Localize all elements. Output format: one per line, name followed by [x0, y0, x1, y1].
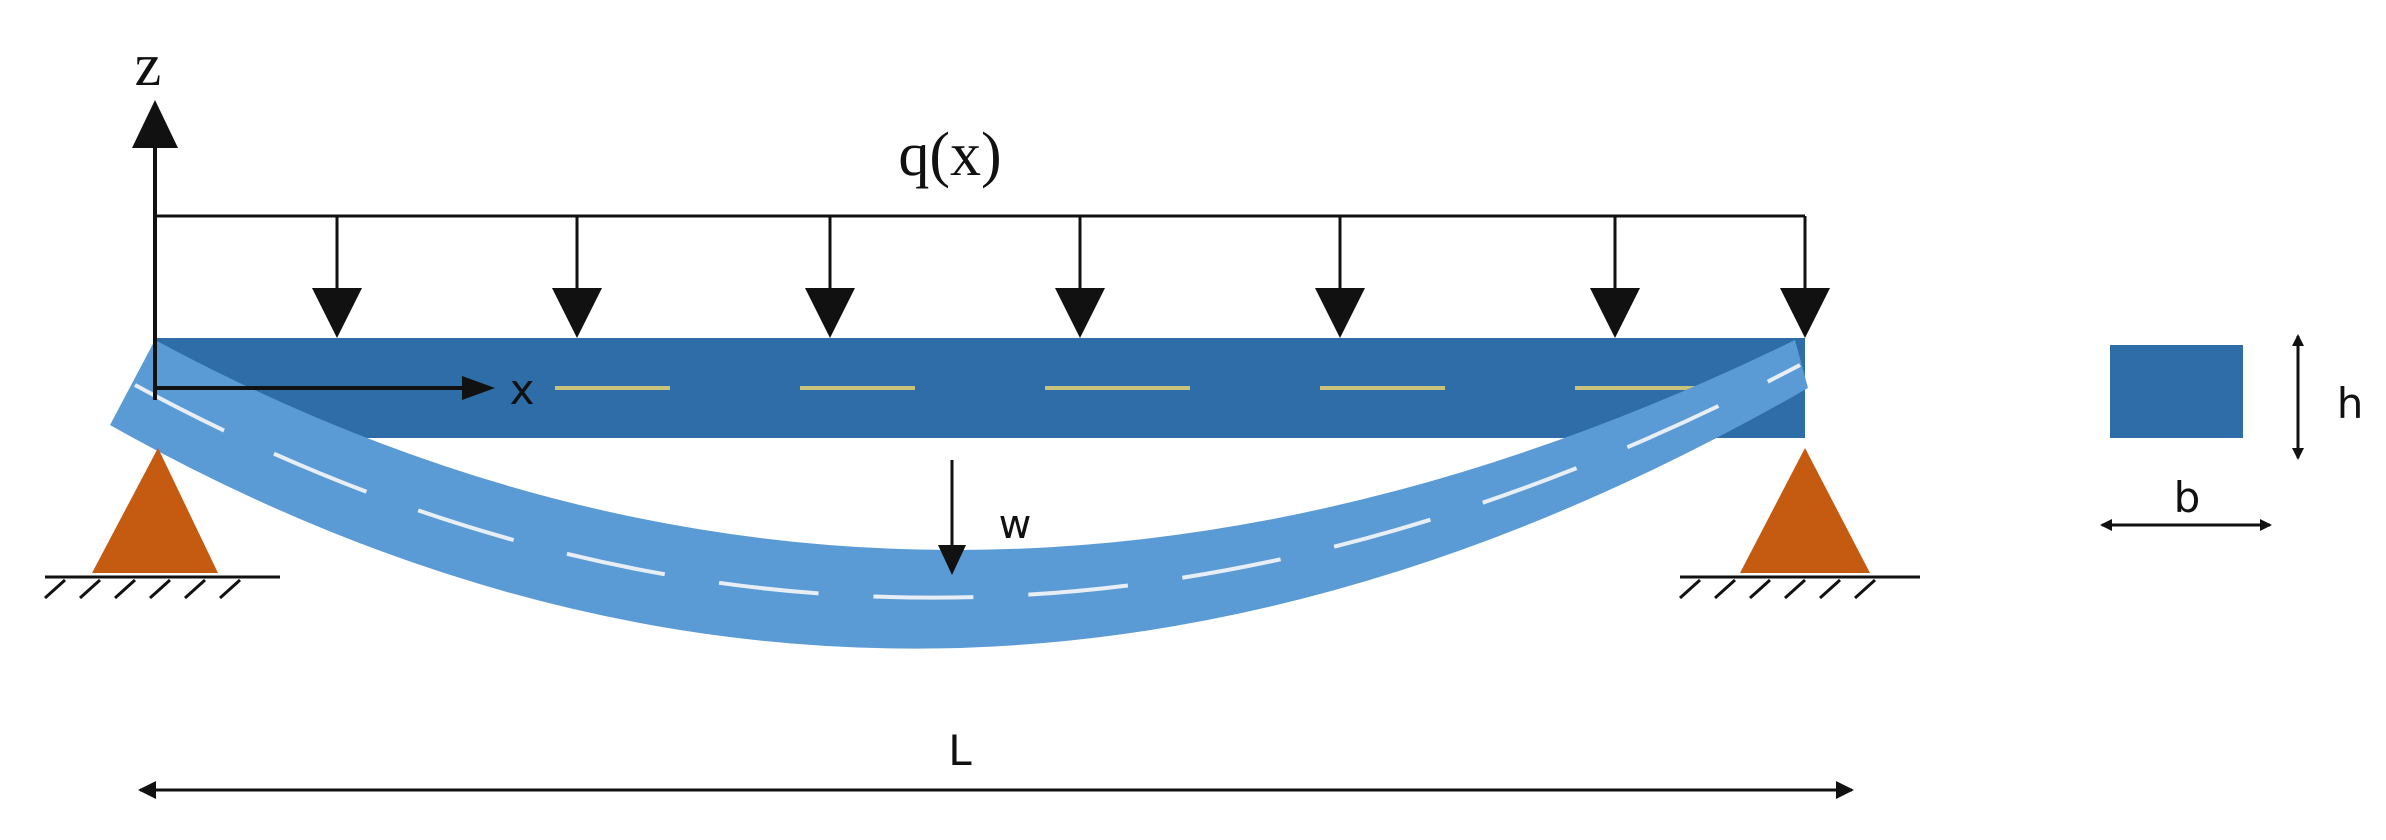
x-axis-label: x: [510, 365, 535, 414]
arrow-icon: [312, 288, 362, 338]
load-arrow: [1780, 216, 1830, 338]
load-arrow: [312, 216, 362, 338]
deflection-label: w: [999, 502, 1032, 548]
load-label: q(x): [898, 121, 1001, 189]
arrow-icon: [1590, 288, 1640, 338]
load-arrow: [1590, 216, 1640, 338]
pin-support-icon: [92, 448, 218, 573]
right-support: [1678, 448, 1920, 600]
load-arrow: [1315, 216, 1365, 338]
arrow-icon: [805, 288, 855, 338]
width-label: b: [2174, 473, 2201, 522]
ground-hatching: [1678, 578, 1877, 600]
load-arrow: [552, 216, 602, 338]
length-label: L: [948, 726, 972, 775]
z-axis-label: z: [135, 32, 162, 98]
pin-support-icon: [1740, 448, 1870, 573]
arrow-icon: [1055, 288, 1105, 338]
arrow-icon: [552, 288, 602, 338]
arrow-icon: [132, 100, 178, 148]
load-arrow: [1055, 216, 1105, 338]
height-label: h: [2337, 379, 2364, 428]
load-arrows: [312, 216, 1830, 338]
deformed-beam: [110, 340, 1808, 649]
cross-section: [2110, 345, 2243, 438]
arrow-icon: [1315, 288, 1365, 338]
left-support: [43, 448, 280, 600]
arrow-icon: [938, 545, 966, 575]
arrow-icon: [462, 376, 495, 400]
ground-hatching: [43, 578, 242, 600]
arrow-icon: [1780, 288, 1830, 338]
load-arrow: [805, 216, 855, 338]
deformed-neutral-axis: [134, 363, 1801, 600]
